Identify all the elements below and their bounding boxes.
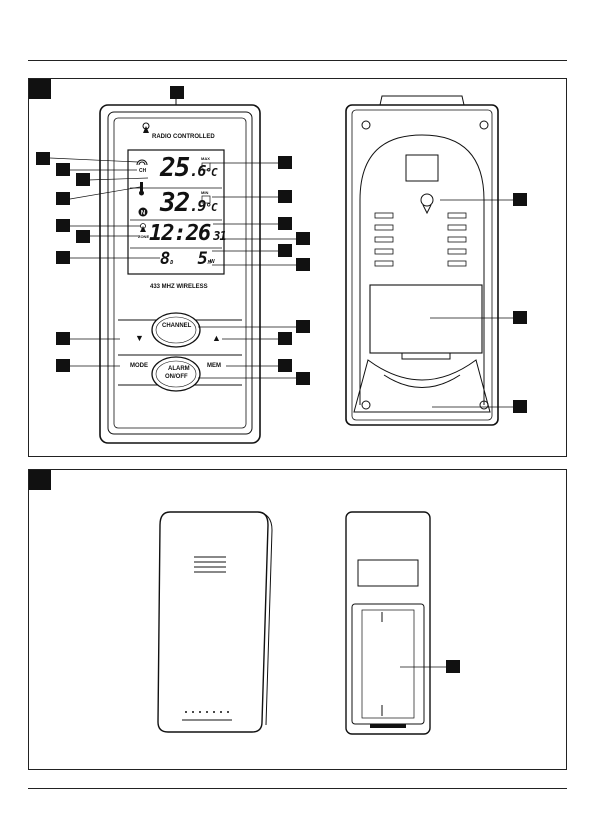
date-day-suffix: D <box>170 260 174 266</box>
callout-marker <box>76 173 90 186</box>
wall-mount-hole-icon <box>420 193 434 215</box>
callout-marker <box>278 217 292 230</box>
thermometer-icon <box>139 182 144 196</box>
callout-marker <box>513 311 527 324</box>
date-day: 8 <box>160 249 171 269</box>
frequency-label: 433 MHZ WIRELESS <box>150 284 208 290</box>
weekday-label: W <box>210 259 215 265</box>
up-arrow-button[interactable]: ▲ <box>212 333 221 343</box>
callout-marker <box>56 251 70 264</box>
time-value: 12:26 <box>149 221 211 246</box>
mem-button[interactable]: MEM <box>207 363 221 369</box>
indoor-unit: °C <box>205 166 217 179</box>
callout-marker <box>56 192 70 205</box>
callout-marker <box>76 230 90 243</box>
outdoor-temp-dec: .9 <box>189 197 206 215</box>
callout-marker <box>296 232 310 245</box>
panel-base-station <box>28 78 567 457</box>
callout-marker <box>296 320 310 333</box>
alarm-button[interactable] <box>151 356 201 392</box>
base-station-back <box>345 95 515 426</box>
sensor-back <box>345 511 448 735</box>
callout-marker <box>446 660 460 673</box>
seconds-value: 31 <box>213 229 226 243</box>
callout-marker <box>278 332 292 345</box>
callout-marker <box>56 332 70 345</box>
callout-marker <box>278 156 292 169</box>
max-label: MAX <box>201 156 210 161</box>
top-rule <box>28 60 567 61</box>
channel-button[interactable] <box>151 312 201 348</box>
svg-text:N: N <box>141 211 145 217</box>
zone-label: ZONE <box>138 234 150 239</box>
callout-marker <box>170 86 184 99</box>
ch-label: CH <box>139 168 147 174</box>
callout-marker <box>56 163 70 176</box>
panel-sensor <box>28 469 567 770</box>
alarm-label-1[interactable]: ALARM <box>168 366 190 372</box>
callout-marker <box>278 359 292 372</box>
callout-marker <box>513 400 527 413</box>
indoor-temp-dec: .6 <box>189 162 206 180</box>
mode-button[interactable]: MODE <box>130 363 148 369</box>
indoor-temp-main: 25 <box>160 153 190 183</box>
panel-b-marker <box>29 470 51 490</box>
n-circle-icon: N <box>138 207 148 217</box>
callout-marker <box>278 244 292 257</box>
callout-marker <box>56 219 70 232</box>
outdoor-temp-main: 32 <box>160 188 190 218</box>
antenna-icon <box>142 122 150 133</box>
date-display: 8D 5M <box>160 249 211 269</box>
callout-marker <box>296 372 310 385</box>
date-month-suffix: M <box>207 260 211 266</box>
indoor-temp: 25.6°C <box>160 153 218 183</box>
alarm-label-2[interactable]: ON/OFF <box>165 374 188 380</box>
panel-a-marker <box>29 79 51 99</box>
callout-marker <box>36 152 50 165</box>
callout-lines <box>49 157 298 379</box>
sensor-front <box>157 511 273 733</box>
callout-marker <box>278 190 292 203</box>
outdoor-temp: 32.9°C <box>160 188 218 218</box>
bottom-rule <box>28 788 567 789</box>
callout-marker <box>296 258 310 271</box>
battery-compartment-icon <box>369 284 483 360</box>
channel-label[interactable]: CHANNEL <box>162 323 192 329</box>
outdoor-unit: °C <box>205 201 217 214</box>
min-label: MIN <box>201 190 209 195</box>
radio-controlled-label: RADIO CONTROLLED <box>152 134 215 140</box>
date-month: 5 <box>197 249 208 269</box>
callout-marker <box>56 359 70 372</box>
down-arrow-button[interactable]: ▼ <box>135 333 144 343</box>
callout-marker <box>513 193 527 206</box>
